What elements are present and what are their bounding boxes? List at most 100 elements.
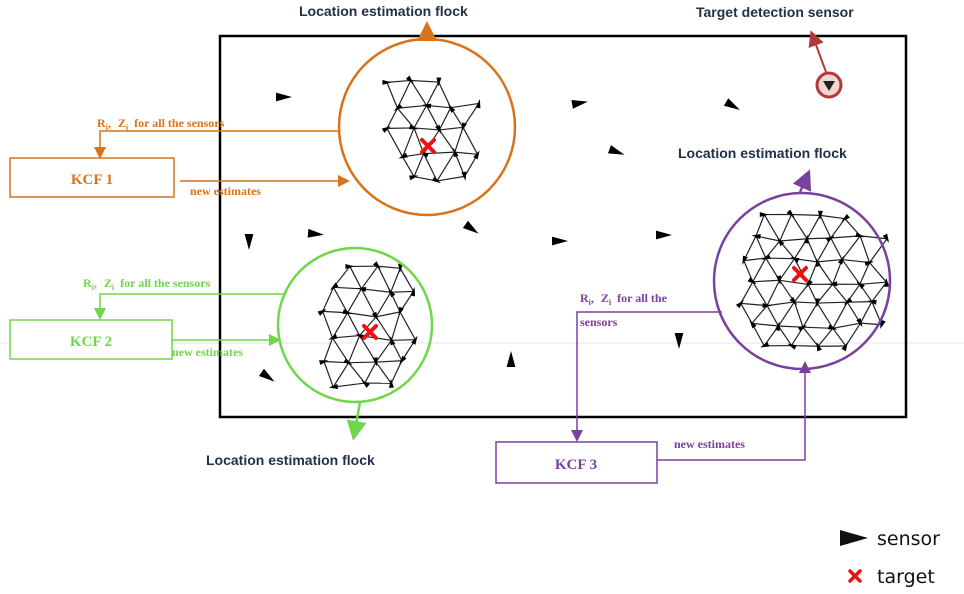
target-icon bbox=[362, 324, 378, 340]
legend-sensor-label: sensor bbox=[877, 528, 940, 550]
sensor-icon bbox=[356, 286, 367, 292]
mesh-link bbox=[740, 303, 753, 324]
mesh-link bbox=[869, 238, 888, 263]
mesh-link bbox=[438, 129, 456, 153]
kcf2-label: KCF 2 bbox=[70, 334, 112, 350]
mesh-link bbox=[752, 281, 768, 306]
mesh-link bbox=[375, 360, 402, 363]
mesh-link bbox=[375, 316, 392, 341]
sensor-icon bbox=[571, 100, 588, 109]
sensor-icon bbox=[405, 75, 414, 84]
kcf1-box bbox=[9, 157, 175, 198]
mesh-link bbox=[817, 301, 848, 304]
mesh-link bbox=[743, 257, 766, 262]
sensor-icon bbox=[751, 234, 761, 240]
mesh-link bbox=[819, 215, 832, 239]
mesh-link bbox=[426, 81, 440, 106]
target-icon bbox=[420, 138, 436, 154]
legend: sensor target bbox=[840, 528, 940, 588]
sensor-icon bbox=[381, 126, 391, 133]
mesh-link bbox=[359, 316, 377, 336]
sensor-icon bbox=[372, 357, 378, 367]
sensor-icon bbox=[475, 99, 481, 109]
sensor-icon bbox=[880, 319, 886, 329]
mesh-link bbox=[743, 260, 754, 283]
mesh-link bbox=[454, 151, 478, 155]
sensor-icon bbox=[461, 171, 467, 181]
sensor-icon bbox=[856, 281, 865, 290]
sensor-icon bbox=[276, 92, 292, 102]
mesh-link bbox=[332, 362, 350, 388]
sensor-icon bbox=[372, 261, 381, 270]
sensor-icon bbox=[803, 234, 809, 244]
mesh-link bbox=[859, 301, 873, 324]
mesh-link bbox=[841, 235, 861, 260]
mesh-link bbox=[450, 102, 480, 109]
mesh-link bbox=[830, 235, 861, 239]
sensor-icon bbox=[882, 233, 890, 243]
mesh-link bbox=[791, 213, 821, 216]
sensor-icon bbox=[855, 232, 865, 238]
sensor-icon bbox=[398, 306, 404, 317]
mesh-link bbox=[779, 279, 809, 286]
flock-mesh-top bbox=[381, 75, 481, 184]
sensor-icon bbox=[431, 176, 441, 184]
mesh-link bbox=[333, 286, 362, 290]
sensor-icon bbox=[825, 235, 835, 243]
mesh-link bbox=[323, 361, 334, 388]
flock-circle-left bbox=[276, 246, 434, 404]
mesh-link bbox=[830, 237, 843, 260]
mesh-link bbox=[832, 327, 847, 347]
mesh-link bbox=[332, 287, 349, 314]
sensor-icon bbox=[398, 263, 404, 273]
mesh-link bbox=[423, 153, 438, 182]
mesh-link bbox=[402, 156, 415, 177]
sensor-icon bbox=[786, 209, 795, 218]
kcf2-estimates-text: new estimates bbox=[172, 345, 243, 359]
mesh-link bbox=[802, 326, 819, 347]
sensor-icon bbox=[317, 309, 327, 316]
sensor-icon bbox=[789, 296, 798, 306]
mesh-link bbox=[399, 311, 416, 340]
mesh-link bbox=[816, 283, 834, 304]
mesh-link bbox=[740, 281, 754, 304]
sensor-icon bbox=[777, 237, 785, 247]
mesh-link bbox=[377, 265, 392, 293]
sensor-icon bbox=[328, 333, 338, 340]
mesh-link bbox=[777, 325, 793, 346]
mesh-link bbox=[859, 262, 871, 285]
mesh-link bbox=[777, 301, 795, 327]
sensor-icon bbox=[388, 378, 394, 388]
kcf3-estimates-arrow bbox=[657, 361, 811, 461]
mesh-link bbox=[347, 312, 377, 318]
mesh-link bbox=[832, 283, 848, 303]
mesh-link bbox=[436, 175, 465, 182]
mesh-link bbox=[438, 107, 452, 131]
mesh-link bbox=[377, 265, 401, 269]
sensor-icon bbox=[797, 324, 807, 332]
sensor-icon bbox=[841, 342, 848, 352]
target-sensor-arrow bbox=[808, 30, 827, 73]
mesh-link bbox=[869, 262, 887, 283]
sensor-icon bbox=[774, 321, 780, 331]
mesh-link bbox=[752, 279, 780, 283]
mesh-link bbox=[360, 288, 377, 318]
mesh-link bbox=[860, 235, 888, 240]
sensor-icon bbox=[805, 279, 813, 289]
mesh-link bbox=[346, 312, 361, 336]
mesh-link bbox=[778, 325, 804, 328]
flock-mesh-right bbox=[735, 209, 890, 352]
sensor-icon bbox=[790, 256, 800, 263]
mesh-link bbox=[391, 339, 416, 341]
mesh-link bbox=[396, 80, 412, 109]
mesh-link bbox=[793, 301, 804, 328]
mesh-link bbox=[386, 128, 404, 158]
sensor-icon bbox=[827, 324, 838, 330]
mesh-link bbox=[386, 82, 399, 109]
mesh-link bbox=[410, 79, 439, 83]
mesh-link bbox=[438, 81, 452, 108]
flock-right-arrow bbox=[792, 169, 812, 193]
mesh-link bbox=[802, 302, 818, 328]
mesh-link bbox=[410, 80, 428, 106]
